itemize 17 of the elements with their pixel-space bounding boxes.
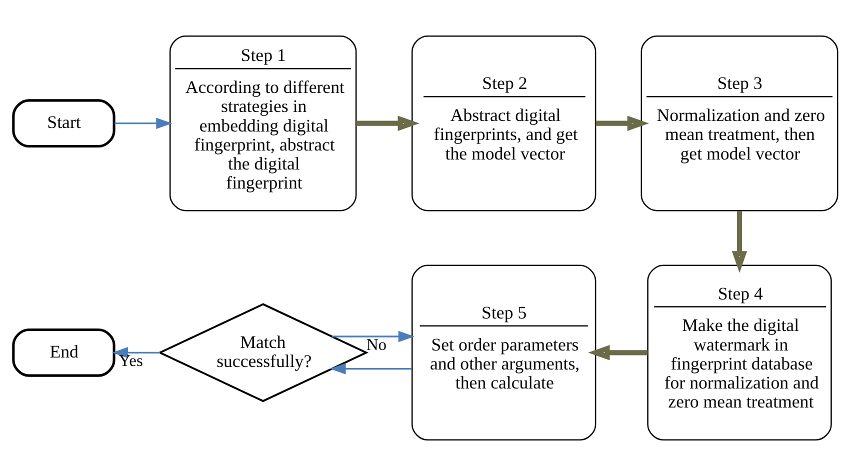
arrow [732,210,748,272]
edge-label: No [366,334,387,354]
arrow [332,330,414,342]
node-box: Step 2 Abstract digital fingerprints, and get the model vector [411,34,596,211]
arrow [588,344,648,360]
arrow [112,346,160,358]
arrow [330,362,412,374]
node-box: Step 3 Normalization and zero mean treatment, then get model vector [640,34,838,211]
arrow [596,115,650,130]
node-box: Start [12,98,116,148]
edge-label: Yes [118,350,143,370]
node-box: Step 1 According to different strategies in embedding digital fingerprint, abstract the digital fingerprint [169,34,357,211]
arrow [114,117,172,128]
arrow [356,115,420,130]
node-box: End [12,328,116,376]
node-box: Step 4 Make the digital watermark in fingerprint database for normalization and zero mean treatment [647,264,832,440]
node-box: Step 5 Set order parameters and other arguments, then calculate [411,264,596,440]
